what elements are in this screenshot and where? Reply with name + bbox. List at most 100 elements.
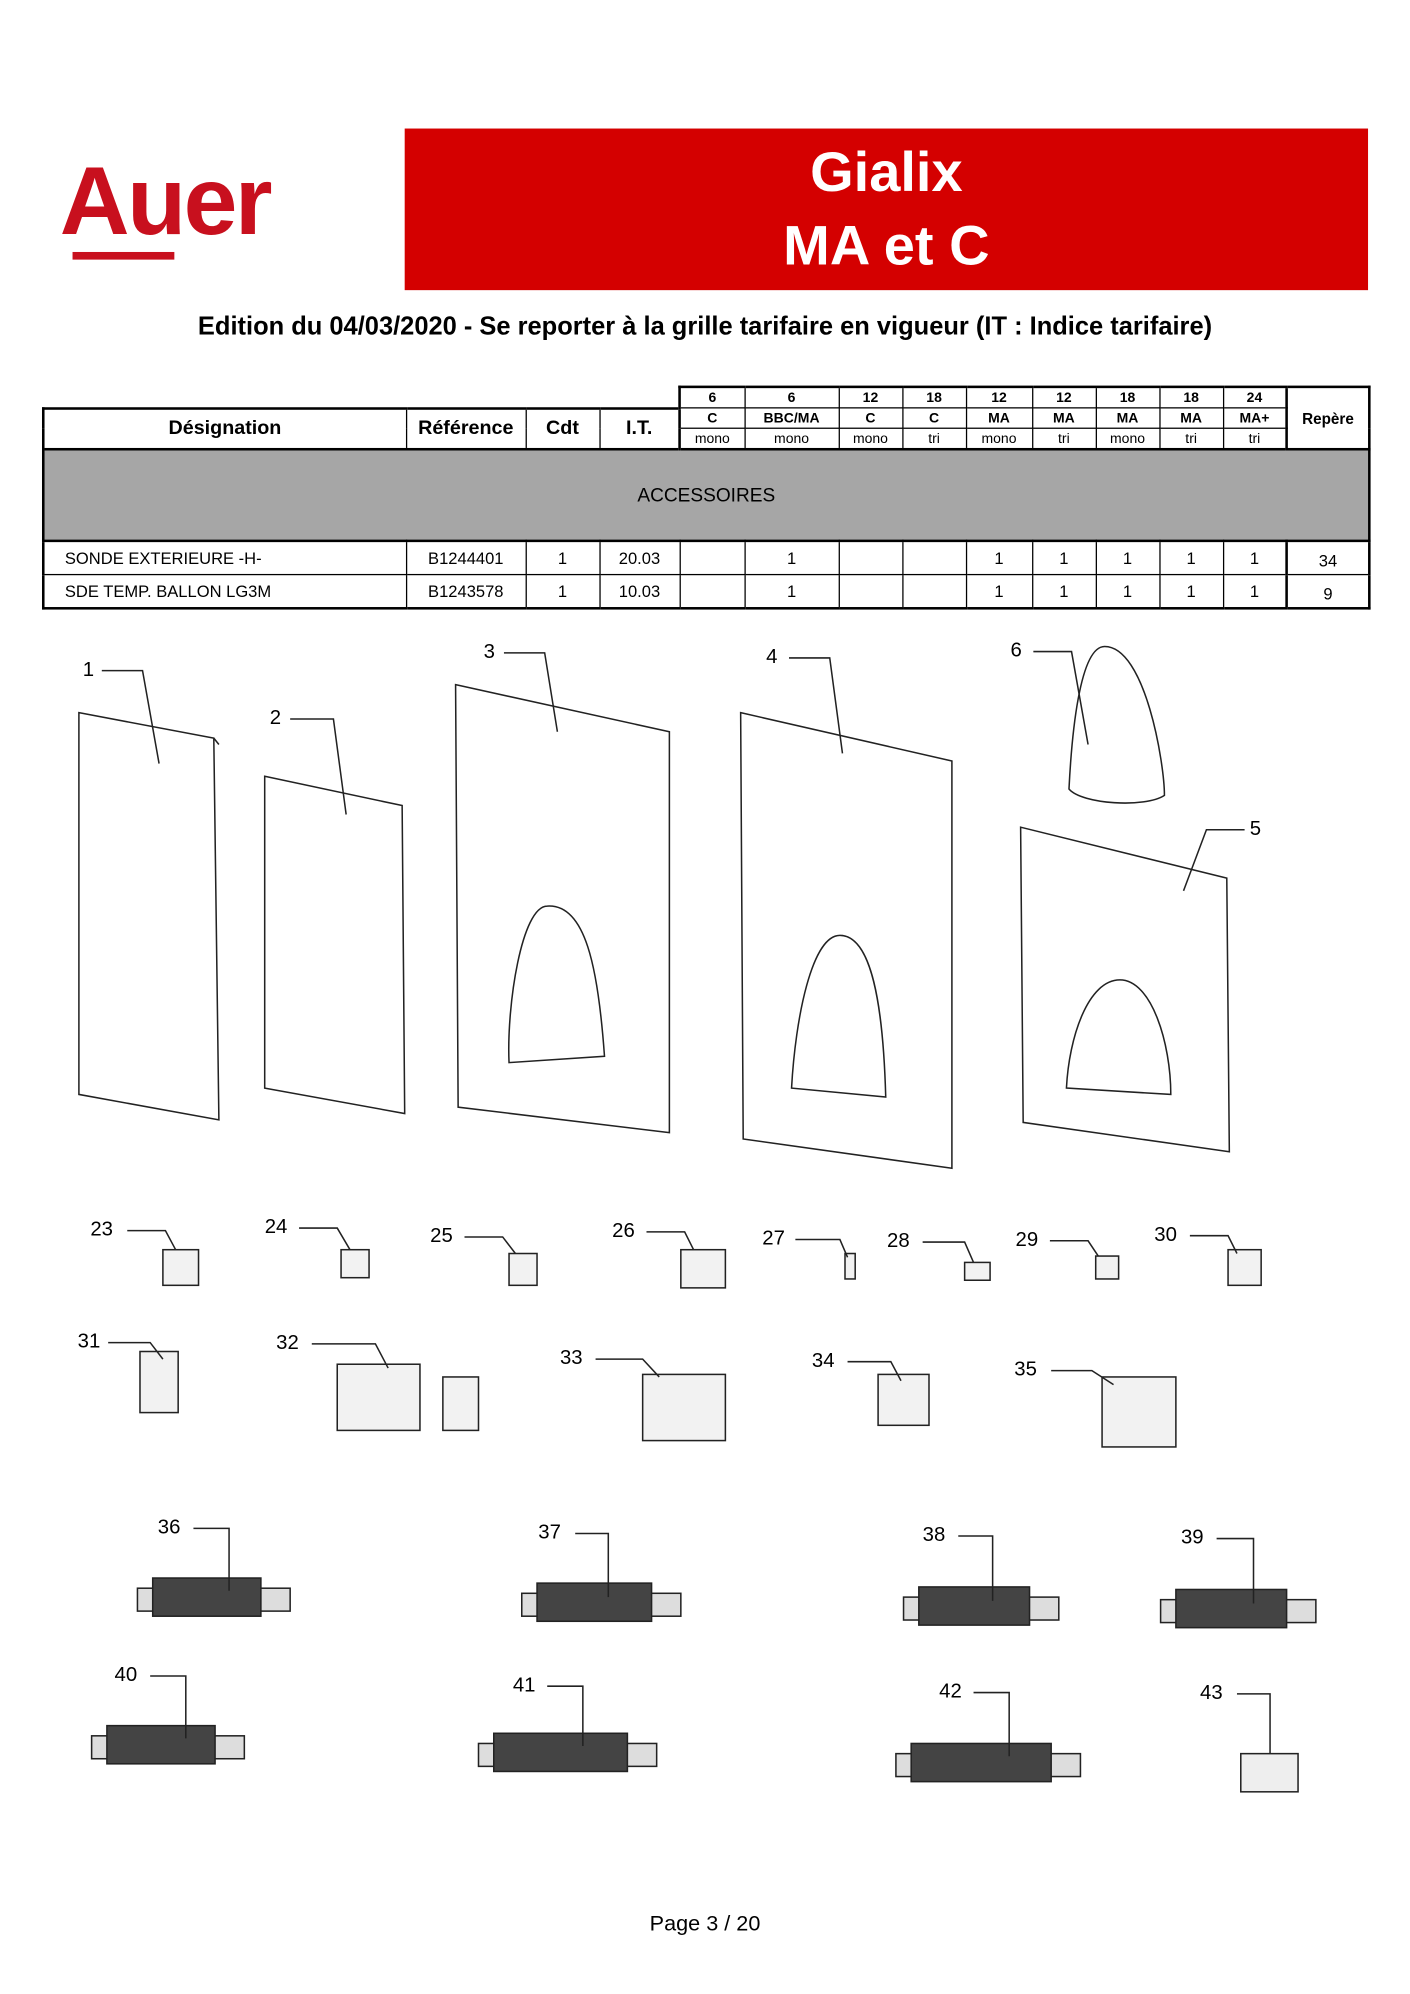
auer-logo: Auer: [57, 150, 375, 267]
spare-part: [641, 1373, 727, 1442]
spare-part: [680, 1248, 727, 1289]
part-callout-number: 31: [77, 1331, 101, 1353]
front-panel-control: [1019, 826, 1231, 1153]
part-callout-number: 6: [1010, 640, 1022, 662]
header-cdt: Cdt: [524, 406, 601, 450]
spare-part: [963, 1261, 991, 1281]
product-title-line1: Gialix: [810, 141, 963, 204]
callout-leader-line: [150, 1675, 187, 1739]
panel-edge: [213, 737, 220, 745]
cell-repere: 9: [1285, 573, 1371, 610]
page-number: Page 3 / 20: [649, 1911, 761, 1936]
part-callout-number: 36: [157, 1516, 181, 1539]
cell-repere: 34: [1285, 540, 1371, 576]
callout-leader-line: [101, 669, 160, 764]
cell-model-qty: 1: [1031, 573, 1097, 610]
front-panel-c: [739, 711, 953, 1170]
part-callout-number: 24: [264, 1216, 288, 1239]
part-callout-number: 38: [922, 1524, 946, 1547]
cell-model-qty: [901, 573, 967, 610]
spare-part: [162, 1248, 200, 1287]
part-callout-number: 35: [1014, 1359, 1037, 1381]
part-callout-number: 37: [538, 1522, 561, 1544]
control-cover: [1068, 645, 1166, 804]
cell-reference: B1243578: [405, 573, 527, 610]
part-callout-number: 32: [276, 1332, 299, 1355]
side-panel-left: [78, 711, 220, 1121]
spare-part: [1101, 1376, 1177, 1448]
callout-leader-line: [922, 1241, 975, 1263]
part-callout-number: 43: [1200, 1682, 1223, 1705]
callout-leader-line: [1236, 1693, 1271, 1754]
three-way-valve: [1240, 1752, 1299, 1793]
part-callout-number: 5: [1249, 818, 1262, 840]
terminal-block: [536, 1582, 653, 1623]
callout-leader-line: [1182, 828, 1245, 892]
spare-part: [877, 1373, 930, 1427]
callout-leader-line: [464, 1236, 517, 1254]
callout-leader-line: [547, 1685, 584, 1747]
callout-leader-line: [503, 652, 559, 732]
part-callout-number: 30: [1154, 1224, 1177, 1246]
callout-leader-line: [1049, 1240, 1099, 1257]
part-callout-number: 23: [90, 1219, 114, 1241]
model-type: C: [678, 407, 746, 429]
callout-leader-line: [795, 1238, 849, 1258]
part-callout-number: 41: [512, 1674, 536, 1697]
callout-leader-line: [1033, 650, 1089, 745]
model-type: MA: [1158, 407, 1224, 429]
part-callout-number: 26: [612, 1220, 635, 1243]
part-callout-number: 39: [1180, 1527, 1204, 1549]
callout-leader-line: [1189, 1234, 1238, 1254]
callout-leader-line: [1216, 1537, 1255, 1604]
cell-model-qty: 1: [743, 573, 840, 610]
spare-part: [139, 1350, 179, 1414]
callout-leader-line: [108, 1341, 164, 1360]
cell-model-qty: 1: [1095, 573, 1160, 610]
cell-model-qty: [838, 540, 903, 576]
cell-model-qty: 1: [1095, 540, 1160, 576]
spare-part: [1227, 1248, 1262, 1287]
part-callout-number: 34: [811, 1350, 835, 1372]
header-it: I.T.: [598, 406, 681, 450]
callout-leader-line: [311, 1343, 389, 1369]
terminal-block: [493, 1732, 629, 1773]
part-callout-number: 33: [559, 1347, 583, 1370]
terminal-block: [910, 1742, 1052, 1783]
cell-model-qty: 1: [965, 573, 1033, 610]
section-accessoires: ACCESSOIRES: [41, 447, 1371, 543]
part-callout-number: 3: [483, 641, 495, 664]
callout-leader-line: [595, 1358, 660, 1378]
callout-leader-line: [973, 1691, 1010, 1757]
cell-model-qty: 1: [743, 540, 840, 576]
spare-part: [336, 1363, 421, 1432]
header-reference: Référence: [405, 406, 527, 450]
callout-leader-line: [127, 1229, 177, 1251]
callout-leader-line: [290, 718, 347, 815]
part-callout-number: 29: [1015, 1229, 1039, 1251]
spare-part: [844, 1252, 856, 1280]
part-callout-number: 2: [269, 707, 282, 730]
callout-leader-line: [575, 1532, 610, 1598]
cell-model-qty: [678, 573, 746, 610]
spare-part: [442, 1376, 480, 1432]
callout-leader-line: [958, 1535, 994, 1601]
header-repere: Repère: [1285, 385, 1371, 451]
part-callout-number: 42: [939, 1681, 962, 1703]
front-panel-window: [508, 905, 606, 1064]
part-callout-number: 25: [430, 1225, 453, 1248]
cell-cdt: 1: [524, 573, 601, 610]
product-title-banner: Gialix MA et C: [404, 128, 1369, 291]
cell-cdt: 1: [524, 540, 601, 576]
terminal-block: [918, 1586, 1031, 1626]
part-callout-number: 40: [114, 1664, 138, 1687]
front-panel-control-window: [1065, 979, 1172, 1096]
header-designation: Désignation: [41, 406, 407, 450]
part-callout-number: 1: [82, 659, 95, 681]
terminal-block: [1175, 1588, 1288, 1629]
product-title-line2: MA et C: [783, 215, 990, 278]
callout-leader-line: [847, 1360, 902, 1382]
